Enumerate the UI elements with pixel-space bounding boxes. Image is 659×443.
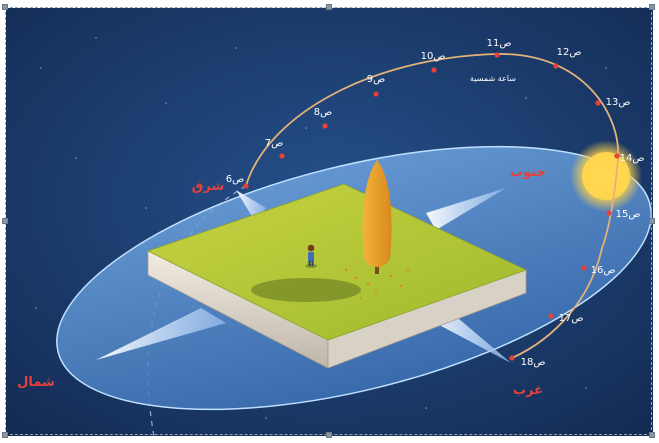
hour-label-7: 7ص (265, 138, 283, 149)
hour-dot-15 (606, 210, 612, 216)
hour-label-14: 14ص (620, 153, 645, 164)
sun-path-caption: ساعة شمسية (470, 74, 516, 83)
resize-handle-middle-right[interactable] (649, 218, 655, 224)
hour-label-11: 11ص (487, 38, 512, 49)
resize-handle-top-left[interactable] (2, 4, 8, 10)
ground-block (146, 183, 528, 369)
hour-dot-17 (548, 313, 554, 319)
hour-label-13: 13ص (606, 97, 631, 108)
hour-label-10: 10ص (421, 51, 446, 62)
hour-dot-13 (595, 100, 601, 106)
resize-handle-top-right[interactable] (649, 4, 655, 10)
hour-dots (243, 52, 620, 361)
tree-shadow (251, 278, 361, 302)
resize-handle-middle-left[interactable] (2, 218, 8, 224)
direction-east: شرق (192, 179, 225, 194)
hour-dot-16 (581, 265, 587, 271)
hour-dot-14 (614, 153, 620, 159)
hour-label-17: 17ص (559, 313, 584, 324)
hour-label-6: 6ص (226, 174, 244, 185)
direction-south: جنوب (510, 165, 546, 180)
hour-labels: 6ص 7ص 8ص 9ص 10ص 11ص 12ص 13ص 14ص 15ص 16ص … (226, 38, 645, 368)
hour-label-8: 8ص (314, 107, 332, 118)
person-figure (305, 244, 317, 268)
fallen-leaves (344, 268, 410, 299)
hour-label-15: 15ص (616, 209, 641, 220)
sun-path-arc (245, 53, 619, 359)
hour-dot-11 (494, 52, 500, 58)
cypress-tree (362, 160, 392, 274)
resize-handle-top-middle[interactable] (326, 4, 332, 10)
hour-dot-18 (509, 355, 515, 361)
hour-dot-12 (553, 63, 559, 69)
direction-west: غرب (513, 383, 543, 398)
hour-dot-7 (279, 153, 285, 159)
hour-label-12: 12ص (557, 47, 582, 58)
hour-label-18: 18ص (521, 357, 546, 368)
hour-dot-10 (431, 67, 437, 73)
hour-label-16: 16ص (591, 265, 616, 276)
resize-handle-bottom-middle[interactable] (326, 432, 332, 438)
hour-dot-8 (322, 123, 328, 129)
resize-handle-bottom-left[interactable] (2, 432, 8, 438)
sun-path-diagram: 6ص 7ص 8ص 9ص 10ص 11ص 12ص 13ص 14ص 15ص 16ص … (6, 8, 653, 436)
grass-platform (146, 183, 528, 341)
direction-north: شمال (17, 375, 55, 390)
hour-label-9: 9ص (367, 74, 385, 85)
hour-dot-6 (243, 183, 249, 189)
resize-handle-bottom-right[interactable] (649, 432, 655, 438)
hour-dot-9 (373, 91, 379, 97)
stars (35, 37, 627, 419)
